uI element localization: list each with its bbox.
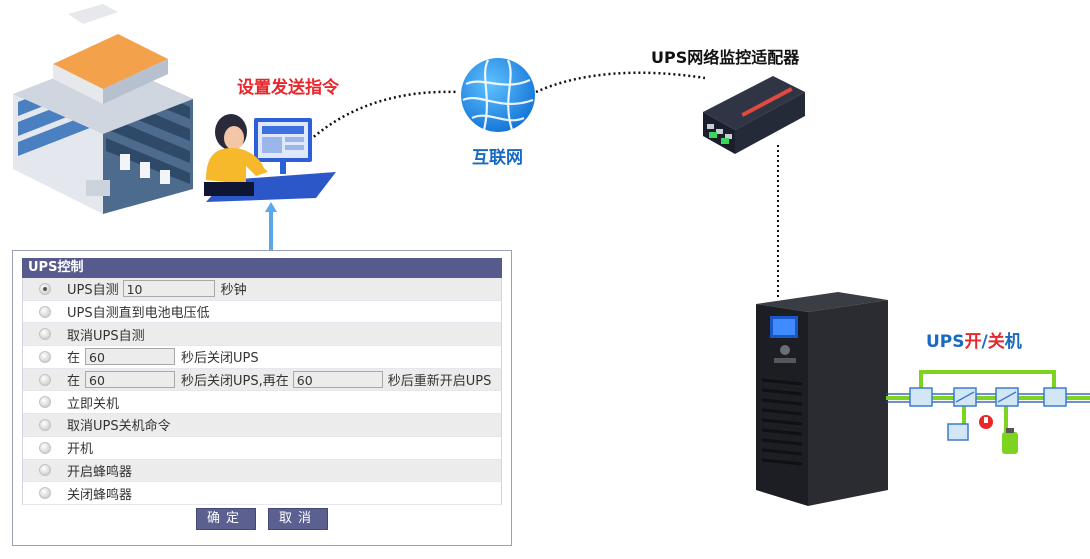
option-label: 关闭蜂鸣器 [67,487,133,503]
option-label: 开机 [67,442,94,458]
panel-actions: 确定 取消 [22,506,502,532]
confirm-button[interactable]: 确定 [195,507,256,530]
internet-label: 互联网 [472,148,523,168]
option-label: 在 [67,374,81,390]
panel-title: UPS控制 [22,258,502,278]
option-row-delayed-shutdown[interactable]: 在 60 秒后关闭UPS [22,346,502,369]
option-unit-2: 秒后重新开启UPS [387,374,492,390]
ups-on-off-prefix: UPS [926,332,965,352]
option-row-self-test[interactable]: UPS自测 10 秒钟 [22,278,502,301]
radio-power-on[interactable] [39,441,51,454]
radio-delayed-shutdown[interactable] [39,350,51,363]
ups-on-label: 开 [964,332,982,352]
arrow-up-icon [265,202,277,256]
network-adapter-icon [703,76,805,154]
option-row-power-on[interactable]: 开机 [22,436,502,460]
radio-self-test[interactable] [39,282,51,295]
option-row-shutdown-restart[interactable]: 在 60 秒后关闭UPS,再在 60 秒后重新开启UPS [22,368,502,392]
option-label: 取消UPS自测 [67,328,145,344]
send-command-label: 设置发送指令 [237,78,339,98]
option-label: 在 [67,351,81,367]
user-at-computer-icon [204,114,336,202]
option-label: 开启蜂鸣器 [67,464,133,480]
self-test-seconds-input[interactable]: 10 [122,280,215,298]
ups-control-panel: UPS控制 UPS自测 10 秒钟 UPS自测直到电池电压低 取消UPS自测 在… [12,250,512,546]
option-row-cancel-self-test[interactable]: 取消UPS自测 [22,323,502,347]
ups-on-off-label: UPS开/关机 [926,327,1022,352]
globe-icon [461,58,535,132]
option-unit: 秒后关闭UPS,再在 [181,374,289,390]
restart-delay-input[interactable]: 60 [292,371,383,389]
ups-on-off-suffix: 机 [1004,332,1022,352]
option-row-buzzer-off[interactable]: 关闭蜂鸣器 [22,482,502,505]
option-label: 取消UPS关机命令 [67,419,171,435]
radio-buzzer-off[interactable] [39,487,51,500]
building-icon [13,4,193,214]
ups-slash: / [981,332,988,352]
cancel-button[interactable]: 取消 [268,507,329,530]
shutdown-delay-input-2[interactable]: 60 [85,371,176,389]
ups-tower-icon [756,292,888,506]
radio-buzzer-on[interactable] [39,464,51,477]
option-label: UPS自测直到电池电压低 [67,306,210,322]
radio-self-test-until-low[interactable] [39,305,51,318]
option-row-shutdown-now[interactable]: 立即关机 [22,391,502,415]
radio-cancel-shutdown[interactable] [39,418,51,431]
option-unit: 秒后关闭UPS [181,351,259,367]
radio-shutdown-restart[interactable] [39,373,51,386]
adapter-label: UPS网络监控适配器 [651,48,800,67]
radio-cancel-self-test[interactable] [39,328,51,341]
option-row-buzzer-on[interactable]: 开启蜂鸣器 [22,459,502,483]
ups-off-label: 关 [987,332,1005,352]
option-unit: 秒钟 [220,283,247,299]
shutdown-delay-input[interactable]: 60 [85,348,176,366]
ups-circuit-icon [886,370,1090,454]
option-label: UPS自测 [67,283,119,299]
option-label: 立即关机 [67,396,120,412]
option-row-self-test-until-low[interactable]: UPS自测直到电池电压低 [22,300,502,324]
radio-shutdown-now[interactable] [39,396,51,409]
option-row-cancel-shutdown[interactable]: 取消UPS关机命令 [22,414,502,437]
